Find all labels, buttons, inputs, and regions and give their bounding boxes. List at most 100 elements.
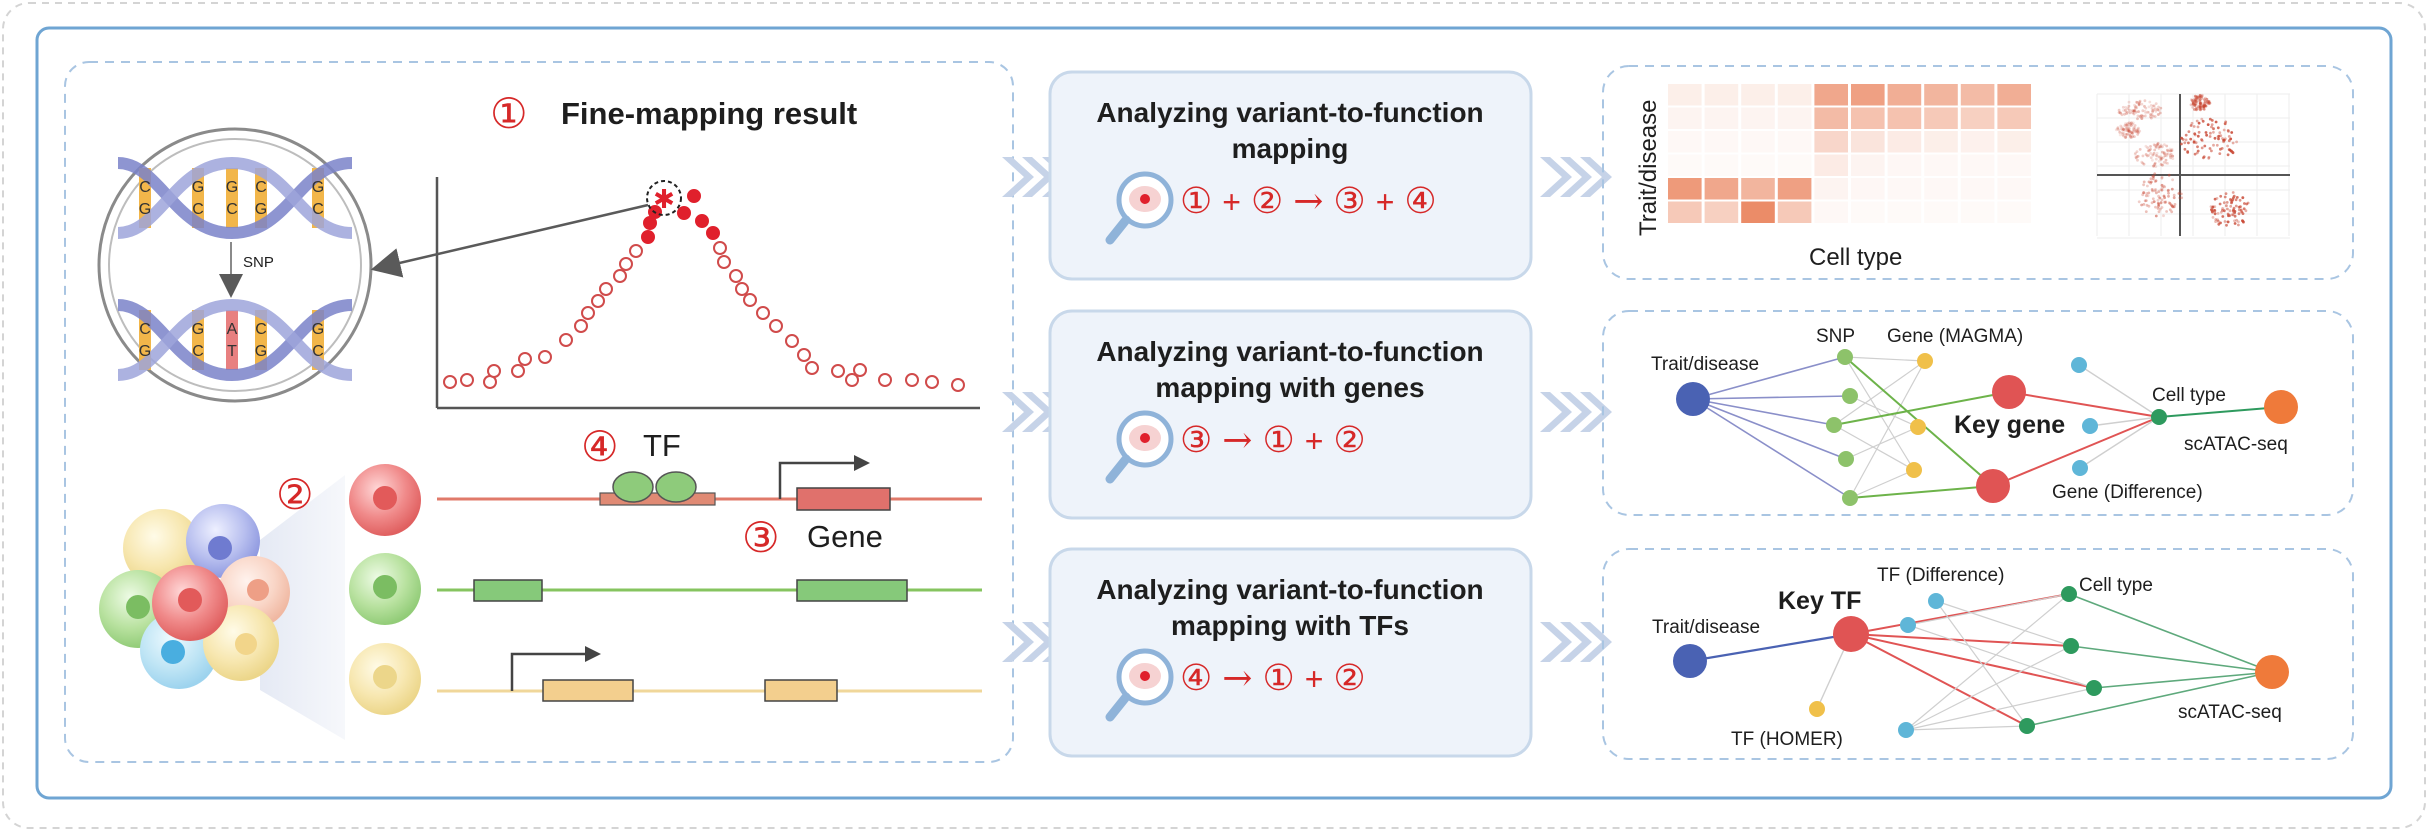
- heatmap-cell: [1668, 201, 1702, 223]
- umap-point: [2153, 162, 2157, 166]
- umap-point: [2140, 114, 2143, 117]
- umap-point: [2202, 105, 2206, 109]
- snp-point: [677, 206, 691, 220]
- umap-point: [2234, 198, 2238, 202]
- nucleus: [1140, 433, 1150, 443]
- heatmap-cell: [1924, 107, 1958, 129]
- umap-point: [2218, 202, 2222, 206]
- umap-point: [2159, 188, 2163, 192]
- umap-point: [2121, 126, 2125, 130]
- umap-point: [2177, 192, 2181, 195]
- umap-point: [2152, 175, 2156, 179]
- umap-point: [2165, 210, 2169, 213]
- card-background: [1048, 309, 1533, 520]
- umap-point: [2192, 140, 2196, 144]
- network-edge: [1935, 600, 2028, 727]
- umap-point: [2165, 144, 2169, 148]
- umap-point: [2206, 123, 2210, 126]
- umap-point: [2130, 131, 2134, 135]
- umap-point: [2160, 175, 2164, 179]
- umap-point: [2221, 137, 2224, 140]
- chevron: [1580, 157, 1612, 197]
- umap-point: [2152, 104, 2156, 108]
- umap-point: [2193, 100, 2197, 103]
- umap-point: [2233, 211, 2237, 215]
- formula-token: ④: [1404, 181, 1436, 222]
- fine-mapping-badge: ①: [490, 89, 528, 138]
- network-edge: [1849, 469, 1915, 499]
- scatac-node: [2264, 390, 2298, 424]
- umap-point: [2157, 105, 2161, 109]
- magnifier-icon: [1105, 648, 1174, 722]
- umap-point: [2127, 100, 2131, 104]
- umap-point: [2200, 93, 2204, 97]
- umap-point: [2169, 149, 2173, 153]
- umap-point: [2138, 100, 2142, 104]
- heatmap-cell: [1960, 107, 1995, 129]
- umap-point: [2211, 216, 2215, 219]
- heatmap-cell: [1668, 178, 1702, 200]
- umap-point: [2125, 124, 2129, 128]
- umap-point: [2159, 158, 2163, 162]
- right-panel-gene-network: [1602, 310, 2354, 516]
- umap-point: [2173, 203, 2177, 206]
- umap-point: [2195, 151, 2199, 155]
- umap-point: [2154, 154, 2158, 157]
- formula-token: ④: [1180, 658, 1212, 699]
- network-edge: [1692, 398, 1835, 426]
- umap-point: [2157, 190, 2161, 194]
- umap-point: [2145, 154, 2149, 158]
- umap-point: [2117, 111, 2121, 114]
- dna-strand: [117, 298, 353, 381]
- umap-point: [2140, 117, 2144, 120]
- umap-point: [2154, 109, 2158, 113]
- umap-point: [2136, 130, 2140, 134]
- umap-point: [2138, 129, 2142, 133]
- heatmap-cell: [1997, 178, 2031, 200]
- umap-point: [2140, 117, 2144, 120]
- umap-point: [2129, 136, 2133, 140]
- umap-point: [2144, 210, 2148, 214]
- formula-token: ②: [1333, 658, 1365, 699]
- umap-point: [2213, 136, 2217, 140]
- umap-point: [2160, 176, 2164, 180]
- umap-point: [2150, 116, 2153, 120]
- network-edge: [1844, 356, 1915, 471]
- heatmap-cell: [1704, 84, 1739, 106]
- cell-type-node: [2019, 718, 2035, 734]
- heatmap-cell: [1887, 131, 1922, 153]
- umap-point: [2192, 125, 2196, 128]
- umap-point: [2137, 110, 2141, 113]
- base-pair: [226, 310, 238, 370]
- umap-point: [2126, 107, 2130, 111]
- umap-point: [2127, 121, 2131, 125]
- umap-point: [2147, 154, 2151, 157]
- umap-point: [2224, 192, 2228, 196]
- chevron: [1002, 622, 1034, 662]
- umap-point: [2126, 129, 2130, 133]
- heatmap-cell: [1997, 107, 2031, 129]
- umap-point: [2127, 104, 2131, 108]
- umap-point: [2153, 143, 2157, 147]
- heatmap-cell: [1851, 154, 1885, 176]
- heatmap-cell: [1741, 178, 1775, 200]
- umap-point: [2162, 151, 2166, 155]
- umap-point: [2131, 129, 2135, 133]
- snp-point: [769, 319, 783, 333]
- umap-point: [2171, 154, 2174, 158]
- umap-point: [2158, 196, 2162, 200]
- umap-point: [2226, 220, 2230, 224]
- umap-point: [2167, 188, 2170, 192]
- umap-point: [2141, 161, 2145, 165]
- umap-point: [2238, 198, 2242, 202]
- umap-point: [2204, 131, 2208, 134]
- network-edge: [1992, 416, 2160, 487]
- tf-diff-node: [1900, 617, 1916, 633]
- heatmap-cell: [1777, 178, 1812, 200]
- base-letter: C: [312, 201, 324, 218]
- umap-point: [2237, 212, 2241, 216]
- umap-point: [2241, 196, 2245, 200]
- snp-point: [629, 244, 643, 258]
- umap-point: [2196, 145, 2199, 149]
